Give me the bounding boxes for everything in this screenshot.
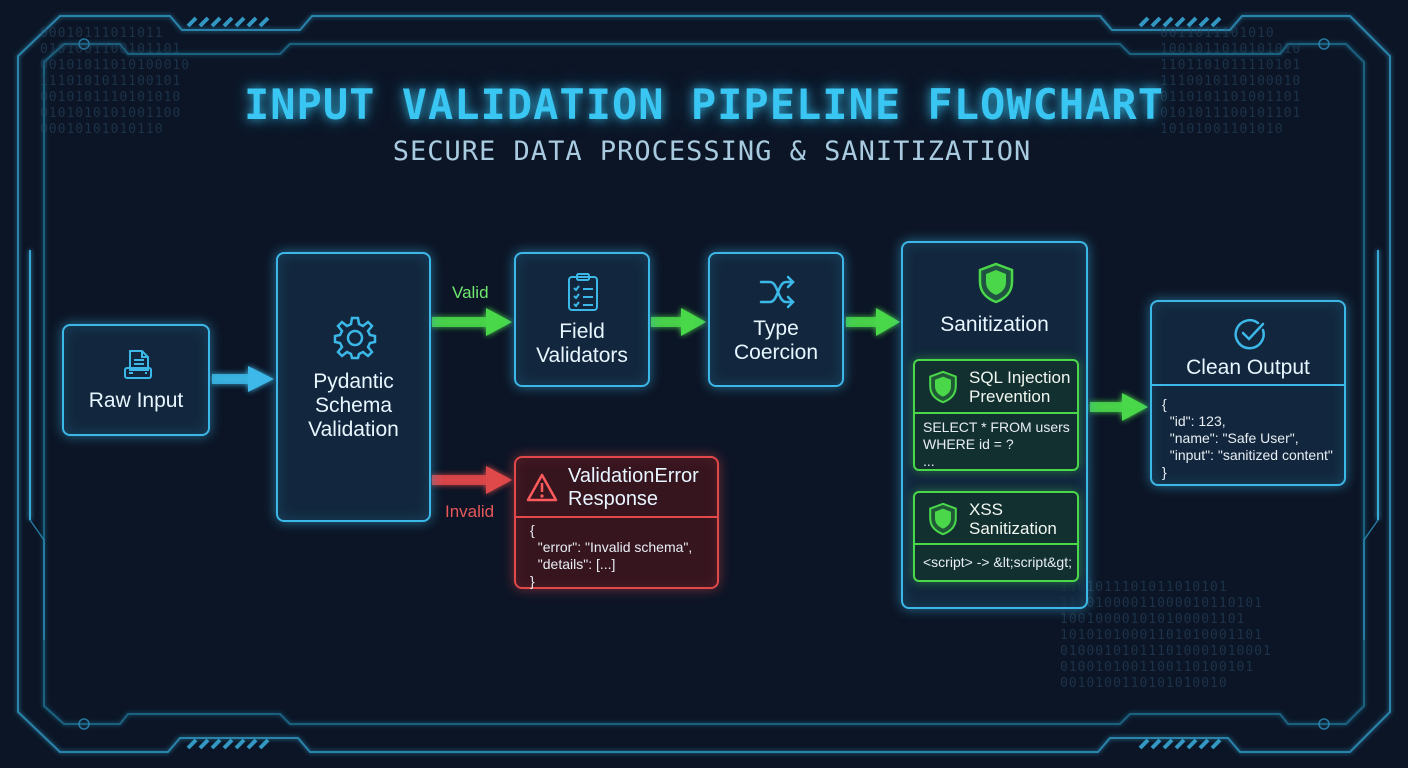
check-circle-icon — [1234, 319, 1265, 350]
shield-icon — [929, 502, 957, 536]
binary-pattern-top-right: 0011011101010 1001011010101010 110110101… — [1160, 26, 1302, 137]
node-pydantic-label: Pydantic Schema Validation — [308, 370, 399, 441]
arrow-raw-to-pydantic — [212, 366, 274, 392]
node-raw-input: Raw Input — [62, 324, 210, 436]
sql-card-title: SQL Injection Prevention — [969, 368, 1071, 406]
binary-pattern-top-left: 00010111011011 0101001100101101 00101011… — [40, 26, 191, 137]
sql-card-divider — [915, 412, 1077, 414]
arrow-valid — [432, 308, 512, 336]
arrow-type-to-sanitization — [846, 308, 900, 336]
warning-icon — [526, 473, 558, 502]
arrow-invalid — [432, 466, 512, 494]
xss-card-divider — [915, 543, 1077, 545]
xss-code-block: <script> -> &lt;script&gt; — [923, 554, 1072, 570]
page-title: INPUT VALIDATION PIPELINE FLOWCHART — [243, 80, 1164, 129]
node-raw-input-label: Raw Input — [88, 389, 184, 412]
node-field-validators-label: Field Validators — [536, 320, 628, 367]
shield-icon — [929, 370, 957, 404]
sql-injection-prevention-card: SQL Injection Prevention SELECT * FROM u… — [913, 359, 1079, 471]
page-subtitle: SECURE DATA PROCESSING & SANITIZATION — [392, 136, 1032, 167]
error-divider — [516, 516, 717, 518]
node-pydantic-schema-validation: Pydantic Schema Validation — [276, 252, 431, 522]
edge-label-valid: Valid — [452, 283, 489, 302]
sql-code-block: SELECT * FROM users WHERE id = ? ... — [923, 419, 1070, 469]
node-clean-output: Clean Output { "id": 123, "name": "Safe … — [1150, 300, 1346, 486]
error-code-block: { "error": "Invalid schema", "details": … — [530, 522, 693, 589]
node-clean-output-label: Clean Output — [1186, 356, 1310, 379]
xss-sanitization-card: XSS Sanitization <script> -> &lt;script&… — [913, 491, 1079, 582]
node-sanitization-label: Sanitization — [940, 313, 1049, 336]
edge-label-invalid: Invalid — [445, 502, 495, 521]
gear-icon — [333, 316, 377, 360]
clipboard-checklist-icon — [568, 273, 598, 311]
arrow-field-to-type — [651, 308, 706, 336]
node-field-validators: Field Validators — [514, 252, 650, 387]
arrow-sanitization-to-output — [1090, 393, 1148, 421]
shuffle-icon — [759, 275, 795, 309]
document-icon — [124, 350, 152, 379]
node-type-coercion-label: Type Coercion — [733, 317, 819, 364]
binary-pattern-bottom-right: 1101011101011010101 11101000011000010110… — [1060, 580, 1272, 691]
xss-card-title: XSS Sanitization — [969, 500, 1057, 538]
node-sanitization: Sanitization SQL Injection Prevention SE… — [901, 241, 1088, 609]
node-validation-error-response: ValidationError Response { "error": "Inv… — [514, 456, 719, 589]
node-type-coercion: Type Coercion — [708, 252, 844, 387]
output-divider — [1152, 384, 1344, 386]
node-validation-error-label: ValidationError Response — [568, 465, 699, 510]
output-code-block: { "id": 123, "name": "Safe User", "input… — [1162, 396, 1333, 480]
shield-icon — [978, 262, 1014, 304]
